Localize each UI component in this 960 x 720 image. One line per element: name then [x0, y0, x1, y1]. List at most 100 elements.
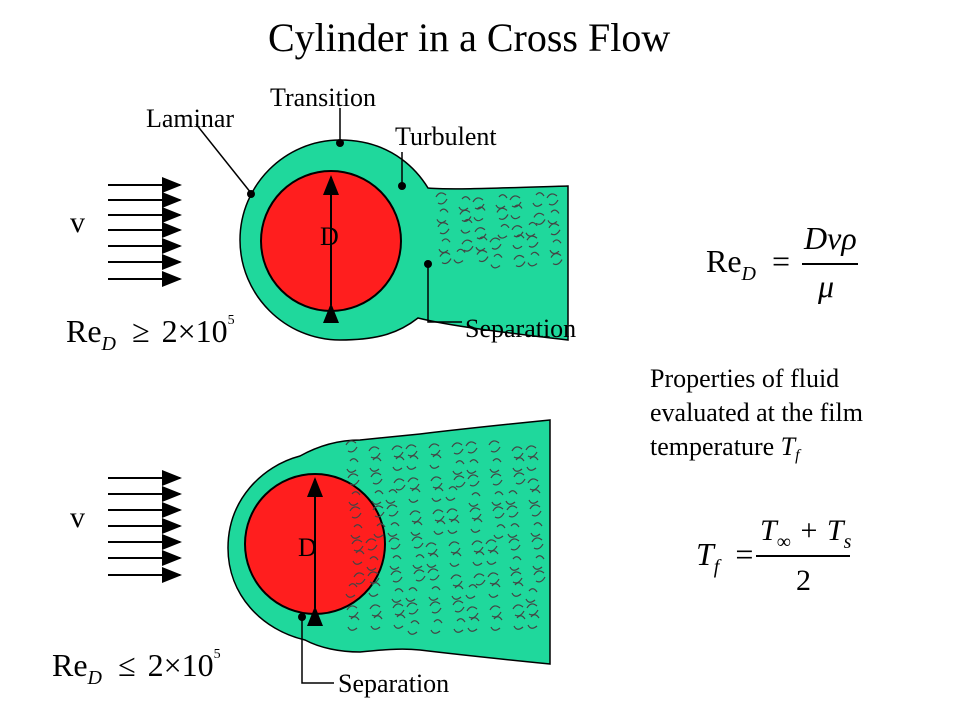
note-line-2: evaluated at the film	[650, 398, 863, 427]
reynolds-numerator: Dvρ	[804, 220, 857, 256]
turbulence-mark	[349, 506, 362, 519]
turbulence-mark	[512, 234, 525, 250]
turbulence-mark	[437, 222, 450, 235]
film-temperature-note: Properties of fluid evaluated at the fil…	[650, 362, 863, 473]
turbulence-mark	[474, 227, 487, 240]
turbulence-mark	[436, 208, 449, 224]
turbulence-mark	[411, 536, 424, 549]
turbulence-mark	[433, 520, 446, 535]
turbulence-mark	[430, 619, 443, 634]
turbulence-mark	[438, 238, 451, 254]
turbulence-mark	[368, 582, 381, 597]
turbulence-mark	[352, 550, 365, 565]
bottom-flow-arrows	[108, 470, 182, 583]
turbulence-mark	[511, 225, 524, 238]
turbulence-mark	[406, 455, 419, 470]
note-line-1: Properties of fluid	[650, 364, 840, 393]
turbulence-mark	[405, 587, 418, 602]
turbulence-mark	[490, 253, 503, 269]
turbulence-mark	[497, 223, 510, 239]
reynolds-equation-lhs: ReD =	[706, 243, 791, 285]
turbulence-mark	[510, 204, 523, 220]
turbulence-mark	[512, 457, 525, 472]
turbulence-mark	[525, 221, 538, 237]
turbulence-mark	[467, 474, 480, 487]
turbulence-mark	[427, 568, 440, 581]
turbulence-mark	[407, 620, 420, 635]
turbulence-mark	[491, 491, 504, 506]
film-equation-numerator: T∞ + Ts	[760, 514, 852, 553]
turbulence-mark	[505, 490, 518, 505]
turbulence-mark	[347, 616, 360, 631]
turbulence-mark	[506, 505, 519, 518]
turbulence-mark	[525, 588, 538, 603]
turbulence-mark	[547, 209, 560, 225]
turbulence-mark	[458, 196, 471, 211]
turbulence-mark	[526, 456, 539, 471]
turbulence-mark	[488, 440, 501, 453]
turbulence-mark	[486, 550, 499, 565]
film-equation-denominator: 2	[796, 564, 811, 597]
turbulence-mark	[527, 251, 540, 267]
turbulence-mark	[426, 553, 439, 568]
transition-point	[336, 139, 344, 147]
turbulence-mark	[387, 522, 400, 537]
turbulence-mark	[509, 195, 522, 208]
turbulence-mark	[373, 523, 386, 538]
velocity-label-top: v	[70, 206, 85, 239]
turbulence-mark	[533, 212, 546, 225]
laminar-point	[247, 190, 255, 198]
turbulence-mark	[548, 223, 561, 236]
turbulence-mark	[366, 556, 379, 571]
turbulence-mark	[439, 251, 452, 265]
bottom-turbulence-marks	[345, 440, 546, 635]
turbulence-mark	[549, 239, 562, 255]
turbulence-mark	[532, 192, 545, 207]
top-turbulence-marks	[435, 192, 563, 269]
turbulence-mark	[513, 615, 526, 630]
turbulence-mark	[507, 523, 520, 538]
turbulence-mark	[492, 506, 505, 519]
turbulence-mark	[489, 237, 502, 250]
turbulence-mark	[388, 537, 401, 550]
turbulence-mark	[370, 472, 383, 485]
turbulence-mark	[460, 218, 473, 234]
turbulence-mark	[392, 456, 405, 471]
turbulence-mark	[408, 488, 421, 503]
turbulence-mark	[473, 573, 486, 586]
turbulence-mark	[452, 600, 465, 613]
turbulence-mark	[410, 521, 423, 536]
turbulence-mark	[453, 475, 466, 488]
turbulence-mark	[529, 504, 542, 517]
turbulence-mark	[435, 192, 448, 205]
turbulence-mark	[449, 552, 462, 567]
turbulence-mark	[451, 442, 464, 455]
turbulence-mark	[452, 460, 465, 475]
turbulence-mark	[459, 209, 472, 222]
turbulence-mark	[406, 602, 419, 615]
diameter-label-top: D	[320, 222, 339, 251]
top-flow-arrows	[108, 177, 182, 287]
turbulence-mark	[496, 207, 509, 220]
turbulence-mark	[445, 486, 458, 501]
turbulence-mark	[451, 585, 464, 600]
turbulent-point	[398, 182, 406, 190]
turbulence-mark	[453, 618, 466, 633]
page-title: Cylinder in a Cross Flow	[268, 15, 671, 60]
turbulence-mark	[526, 235, 539, 248]
separation-point-bottom	[298, 613, 306, 621]
turbulence-mark	[511, 582, 524, 597]
turbulence-mark	[488, 583, 501, 598]
turbulence-mark	[461, 239, 474, 252]
turbulence-mark	[372, 505, 385, 518]
turbulence-mark	[508, 538, 521, 551]
turbulence-mark	[465, 584, 478, 599]
turbulence-mark	[550, 252, 563, 266]
turbulence-mark	[428, 586, 441, 601]
turbulence-mark	[347, 473, 360, 486]
turbulence-mark	[533, 570, 546, 583]
turbulence-mark	[453, 248, 466, 264]
turbulence-mark	[345, 583, 358, 598]
turbulence-mark	[389, 555, 402, 570]
